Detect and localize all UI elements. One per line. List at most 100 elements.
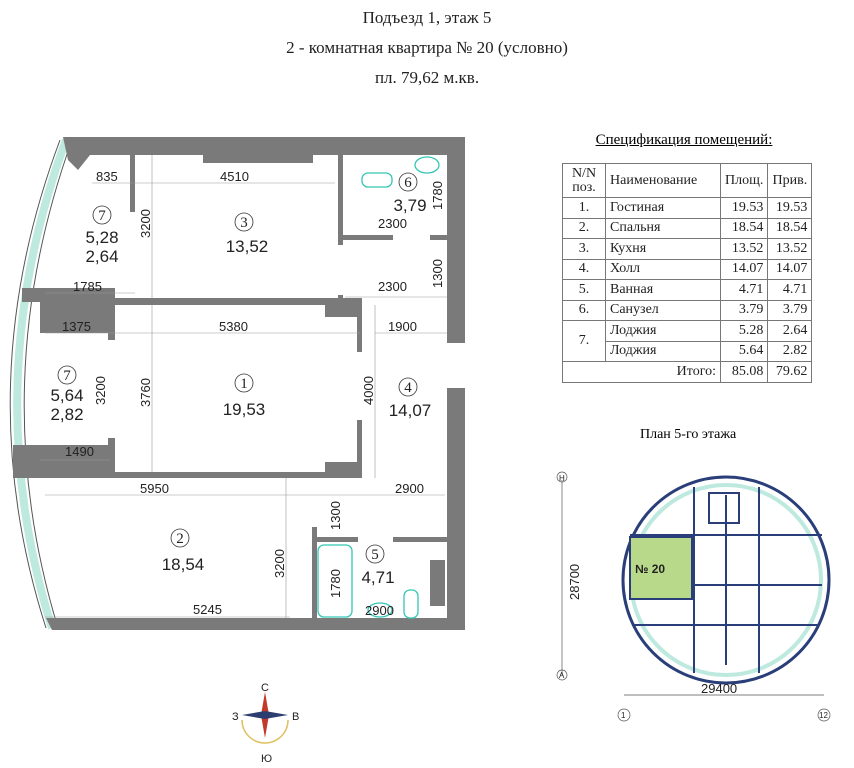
room-reduced-area: 2,82 xyxy=(50,405,83,424)
apartment-20-highlight xyxy=(629,536,693,600)
cell-area: 13.52 xyxy=(719,238,769,260)
toilet-icon xyxy=(403,589,419,619)
dim-1490: 1490 xyxy=(65,444,94,459)
toilet-icon xyxy=(361,172,393,188)
walls xyxy=(13,137,465,630)
total-label: Итого: xyxy=(562,361,721,383)
spec-title: Спецификация помещений: xyxy=(595,132,773,148)
cell-area: 19.53 xyxy=(719,197,769,219)
dim-1900: 1900 xyxy=(388,319,417,334)
room-number: 1 xyxy=(240,376,248,392)
cell-name: Холл xyxy=(605,258,721,280)
dim-3200-loggia: 3200 xyxy=(93,376,108,405)
room-4: 4 14,07 xyxy=(389,377,431,420)
cell-pos: 3. xyxy=(562,238,606,260)
dim-2300-hall: 2300 xyxy=(378,279,407,294)
dim-2300-wc: 2300 xyxy=(378,216,407,231)
room-number: 3 xyxy=(240,215,248,231)
col-name: Наименование xyxy=(605,163,721,198)
header-entrance-floor: Подъезд 1, этаж 5 xyxy=(362,8,492,27)
plan-width: 29400 xyxy=(701,681,737,696)
col-pos: N/N поз. xyxy=(562,163,606,198)
room-3: 3 13,52 xyxy=(226,212,268,256)
dim-2900-hall: 2900 xyxy=(395,481,424,496)
room-1: 1 19,53 xyxy=(223,373,265,419)
cell-pos: 1. xyxy=(562,197,606,219)
dim-4000: 4000 xyxy=(361,376,376,405)
floor-plan-title: План 5-го этажа xyxy=(640,427,737,442)
room-area: 3,79 xyxy=(393,196,426,215)
cell-pos: 2. xyxy=(562,217,606,239)
total-area: 85.08 xyxy=(719,361,769,383)
room-area: 5,64 xyxy=(50,386,83,405)
room-2: 2 18,54 xyxy=(162,528,205,574)
cell-reduced: 4.71 xyxy=(767,279,813,301)
header-apartment: 2 - комнатная квартира № 20 (условно) xyxy=(286,38,568,57)
room-7-loggia-lower: 7 5,64 2,82 xyxy=(50,365,84,424)
dim-1785: 1785 xyxy=(73,279,102,294)
cell-name: Гостиная xyxy=(605,197,721,219)
apartment-label: № 20 xyxy=(635,562,665,576)
room-number: 2 xyxy=(176,531,184,547)
room-number: 5 xyxy=(371,547,379,563)
sink-icon xyxy=(414,156,440,174)
bathtub-icon xyxy=(317,544,353,618)
dim-1300-hall: 1300 xyxy=(430,259,445,288)
cell-pos: 7. xyxy=(562,320,606,362)
spec-table: N/N поз. Наименование Площ. Прив. 1.Гост… xyxy=(562,163,813,383)
col-area: Площ. xyxy=(719,163,769,198)
axis-bottom-label: А xyxy=(559,671,565,680)
compass-west: З xyxy=(232,711,239,723)
floor-plan-mini: № 20 Н А 1 12 28700 29400 xyxy=(556,471,831,722)
total-reduced: 79.62 xyxy=(767,361,813,383)
dim-835: 835 xyxy=(96,169,118,184)
cell-reduced: 3.79 xyxy=(767,299,813,321)
cell-name: Лоджия xyxy=(605,320,721,342)
cell-pos: 6. xyxy=(562,299,606,321)
header-area: пл. 79,62 м.кв. xyxy=(374,68,480,87)
dimension-lines xyxy=(40,155,447,618)
room-number: 7 xyxy=(98,208,106,224)
dim-5380: 5380 xyxy=(219,319,248,334)
axis-right-label: 12 xyxy=(819,711,828,720)
cell-area: 3.79 xyxy=(719,299,769,321)
cell-name: Санузел xyxy=(605,299,721,321)
cell-area: 18.54 xyxy=(719,217,769,239)
room-7-loggia-upper: 7 5,28 2,64 xyxy=(85,205,119,266)
dim-5950: 5950 xyxy=(140,481,169,496)
washbasin-icon xyxy=(367,602,393,618)
room-number: 7 xyxy=(63,368,71,384)
dim-5245: 5245 xyxy=(193,602,222,617)
cell-reduced: 14.07 xyxy=(767,258,813,280)
room-6: 6 3,79 xyxy=(393,172,427,215)
apartment-plan: 835 4510 3200 1780 2300 1300 1785 2300 1… xyxy=(9,137,465,765)
dim-1375: 1375 xyxy=(62,319,91,334)
plan-height: 28700 xyxy=(567,564,582,600)
cell-name: Ванная xyxy=(605,279,721,301)
dim-3200-kitchen: 3200 xyxy=(138,209,153,238)
compass-north: С xyxy=(261,682,269,694)
dim-1780-wc: 1780 xyxy=(430,181,445,210)
cell-reduced: 2.82 xyxy=(767,340,813,362)
cell-reduced: 13.52 xyxy=(767,238,813,260)
facade-glass xyxy=(13,138,70,630)
cell-name: Спальня xyxy=(605,217,721,239)
cell-area: 4.71 xyxy=(719,279,769,301)
cell-reduced: 2.64 xyxy=(767,320,813,342)
room-number: 4 xyxy=(404,380,412,396)
dim-3760: 3760 xyxy=(138,378,153,407)
spec-header-row: N/N поз. Наименование Площ. Прив. xyxy=(562,163,813,198)
room-number: 6 xyxy=(404,175,412,191)
cell-pos: 5. xyxy=(562,279,606,301)
dim-2900-bath: 2900 xyxy=(365,603,394,618)
room-area: 18,54 xyxy=(162,555,205,574)
compass-east: В xyxy=(292,711,299,723)
facade-line-outer xyxy=(9,139,61,629)
compass-south: Ю xyxy=(261,753,272,765)
